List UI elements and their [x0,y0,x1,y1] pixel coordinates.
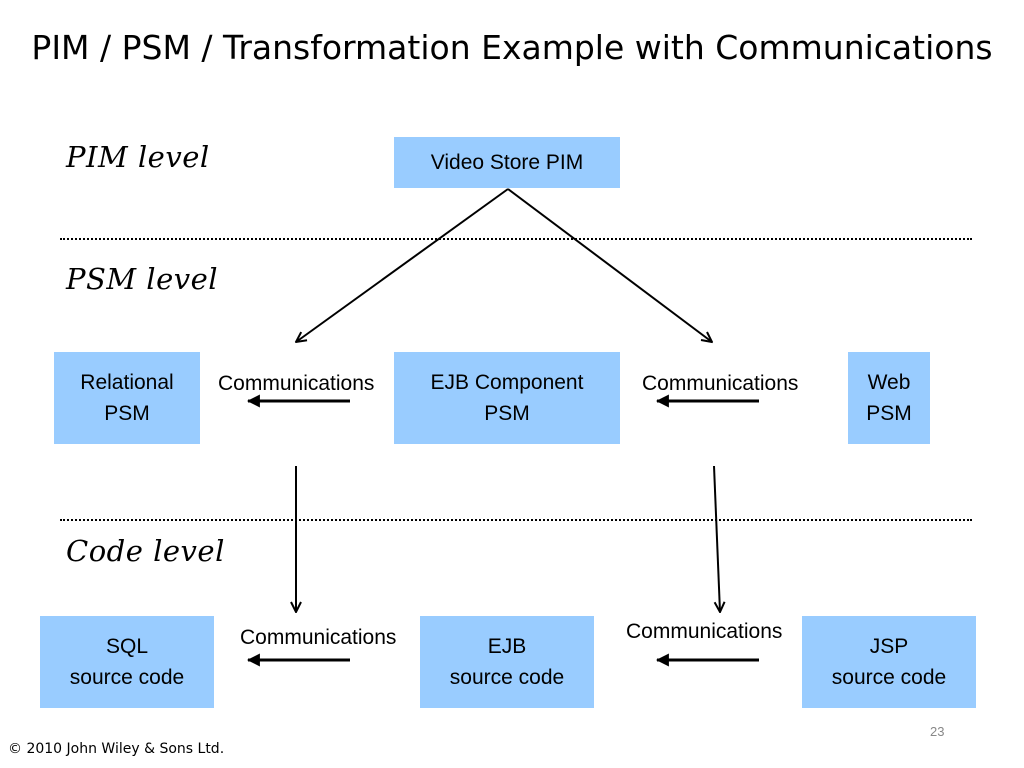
relational-psm-label: Relational PSM [80,371,174,425]
ejb-component-psm-box: EJB Component PSM [394,352,620,444]
page-number: 23 [930,724,945,739]
communications-label-psm-right: Communications [642,372,799,395]
slide-title: PIM / PSM / Transformation Example with … [31,28,993,67]
web-psm-label: Web PSM [866,371,912,425]
ejb-source-code-label: EJB source code [449,635,565,689]
web-psm-box: Web PSM [848,352,930,444]
video-store-pim-label: Video Store PIM [430,151,584,174]
communications-label-psm-left: Communications [218,372,375,395]
jsp-source-code-box: JSP source code [802,616,976,708]
psm-level-label: PSM level [66,262,219,296]
communications-label-code-left: Communications [240,626,397,649]
psm-to-code-arrow-right [713,465,720,612]
pim-to-web-arrow [507,188,712,342]
copyright-footer: © 2010 John Wiley & Sons Ltd. [8,741,225,757]
sql-source-code-box: SQL source code [40,616,214,708]
video-store-pim-box: Video Store PIM [394,137,620,188]
ejb-source-code-box: EJB source code [420,616,594,708]
pim-level-label: PIM level [66,140,210,174]
pim-psm-divider [60,238,972,240]
psm-code-divider [60,519,972,521]
pim-to-relational-arrow [296,188,509,342]
communications-label-code-right: Communications [626,620,783,643]
sql-source-code-label: SQL source code [69,635,185,689]
ejb-component-psm-label: EJB Component PSM [430,371,584,425]
relational-psm-box: Relational PSM [54,352,200,444]
jsp-source-code-label: JSP source code [831,635,947,689]
code-level-label: Code level [66,534,225,568]
